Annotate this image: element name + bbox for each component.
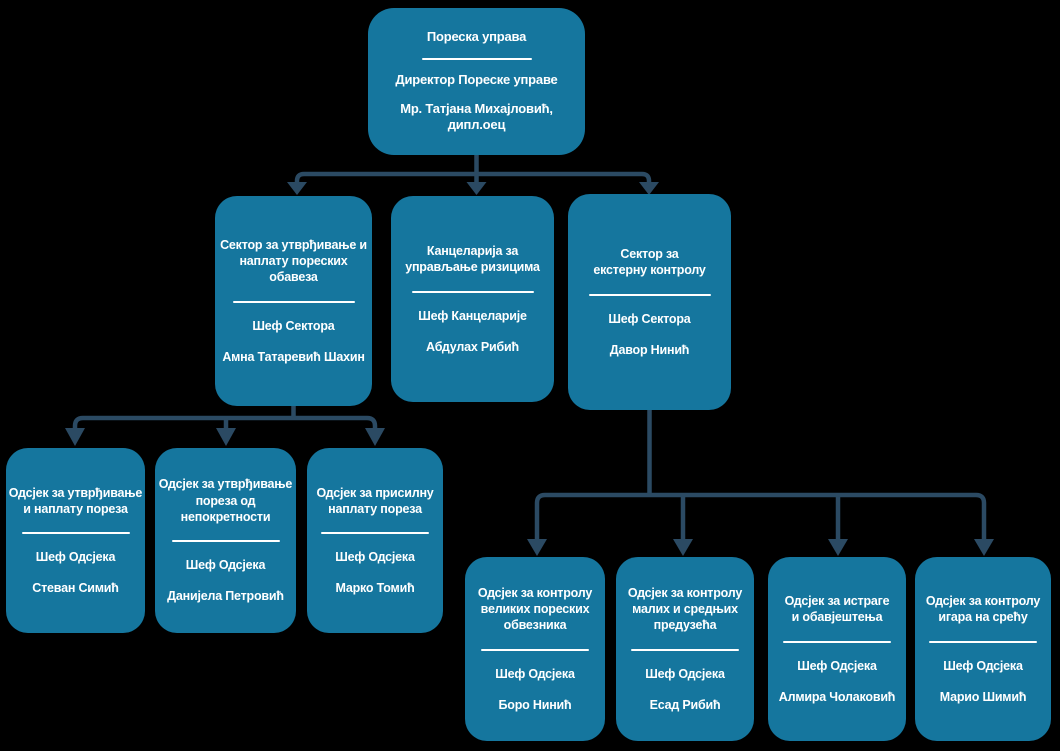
- node-role: Шеф Канцеларије: [418, 308, 527, 323]
- node-person: Данијела Петровић: [167, 589, 284, 604]
- divider-line: [929, 640, 1037, 643]
- node-role: Директор Пореске управе: [395, 71, 558, 87]
- arrow-down-marker: [673, 539, 693, 556]
- node-person: Марио Шимић: [939, 689, 1027, 704]
- node-person: Абдулах Рибић: [426, 339, 519, 354]
- divider-line: [631, 648, 739, 651]
- connector-sektor3-to-children: [527, 410, 994, 556]
- divider-line: [21, 532, 130, 534]
- arrow-down-marker: [639, 182, 659, 195]
- node-role: Шеф Одсјека: [35, 550, 116, 564]
- node-title: Одсјек за утврђивање пореза од непокретн…: [158, 477, 293, 524]
- node-odsjek-igre-na-srecu: Одсјек за контролу игара на срећу Шеф Од…: [915, 557, 1051, 741]
- connector-sektor1-to-children: [65, 406, 385, 446]
- node-role: Шеф Сектора: [608, 311, 691, 326]
- node-odsjek-istrage-obavjestenja: Одсјек за истраге и обавјештења Шеф Одсј…: [768, 557, 906, 741]
- node-odsjek-porez-nepokretnosti: Одсјек за утврђивање пореза од непокретн…: [155, 448, 296, 633]
- arrow-down-marker: [65, 428, 85, 446]
- node-poreska-uprava: Пореска управа Директор Пореске управе М…: [368, 8, 585, 155]
- divider-line: [411, 290, 534, 293]
- node-title: Одсјек за истраге и обавјештења: [784, 594, 890, 625]
- node-role: Шеф Одсјека: [185, 558, 266, 573]
- node-odsjek-kontrola-malih-srednjih: Одсјек за контролу малих и средњих преду…: [616, 557, 754, 741]
- node-person: Амна Татаревић Шахин: [222, 349, 365, 364]
- node-role: Шеф Одсјека: [495, 666, 575, 681]
- divider-line: [588, 293, 711, 296]
- arrow-down-marker: [974, 539, 994, 556]
- divider-line: [783, 640, 891, 643]
- node-person: Алмира Чолаковић: [778, 689, 896, 704]
- node-title: Одсјек за утврђивање и наплату пореза: [8, 485, 143, 516]
- node-sektor-eksterna-kontrola: Сектор за екстерну контролу Шеф Сектора …: [568, 194, 731, 410]
- node-title: Канцеларија за управљање ризицима: [405, 244, 540, 275]
- divider-line: [481, 648, 589, 651]
- node-title: Сектор за утврђивање и наплату пореских …: [220, 237, 367, 285]
- node-person: Есад Рибић: [649, 697, 721, 712]
- node-person: Боро Нинић: [498, 697, 572, 712]
- node-odsjek-utvrdjivanje-naplata-poreza: Одсјек за утврђивање и наплату пореза Ше…: [6, 448, 145, 633]
- connector-root-to-level2: [287, 155, 659, 195]
- node-title: Одсјек за контролу великих пореских обве…: [477, 585, 593, 633]
- arrow-down-marker: [466, 182, 487, 195]
- node-kancelarija-rizici: Канцеларија за управљање ризицима Шеф Ка…: [391, 196, 554, 402]
- arrow-down-marker: [527, 539, 547, 556]
- arrow-down-marker: [365, 428, 385, 446]
- arrow-down-marker: [287, 182, 307, 195]
- divider-line: [232, 300, 355, 303]
- arrow-down-marker: [828, 539, 848, 556]
- node-person: Стеван Симић: [32, 581, 119, 596]
- node-odsjek-kontrola-velikih-obveznika: Одсјек за контролу великих пореских обве…: [465, 557, 605, 741]
- node-title: Сектор за екстерну контролу: [593, 247, 706, 278]
- divider-line: [171, 540, 280, 543]
- node-odsjek-prisilna-naplata: Одсјек за присилну наплату пореза Шеф Од…: [307, 448, 443, 633]
- divider-line: [421, 57, 532, 60]
- node-role: Шеф Одсјека: [797, 658, 877, 673]
- node-title: Пореска управа: [426, 28, 527, 44]
- node-role: Шеф Одсјека: [645, 666, 725, 681]
- node-role: Шеф Одсјека: [943, 658, 1023, 673]
- node-person: Давор Нинић: [609, 342, 690, 357]
- node-title: Одсјек за контролу малих и средњих преду…: [627, 585, 743, 633]
- node-person: Марко Томић: [335, 581, 415, 596]
- divider-line: [321, 532, 429, 534]
- node-role: Шеф Сектора: [252, 318, 335, 333]
- node-title: Одсјек за присилну наплату пореза: [316, 485, 434, 516]
- node-sektor-utvrdjivanje-naplata: Сектор за утврђивање и наплату пореских …: [215, 196, 372, 406]
- node-role: Шеф Одсјека: [335, 550, 415, 564]
- node-title: Одсјек за контролу игара на срећу: [925, 594, 1041, 625]
- arrow-down-marker: [216, 428, 236, 446]
- node-person: Мр. Татјана Михајловић, дипл.оец: [400, 100, 553, 133]
